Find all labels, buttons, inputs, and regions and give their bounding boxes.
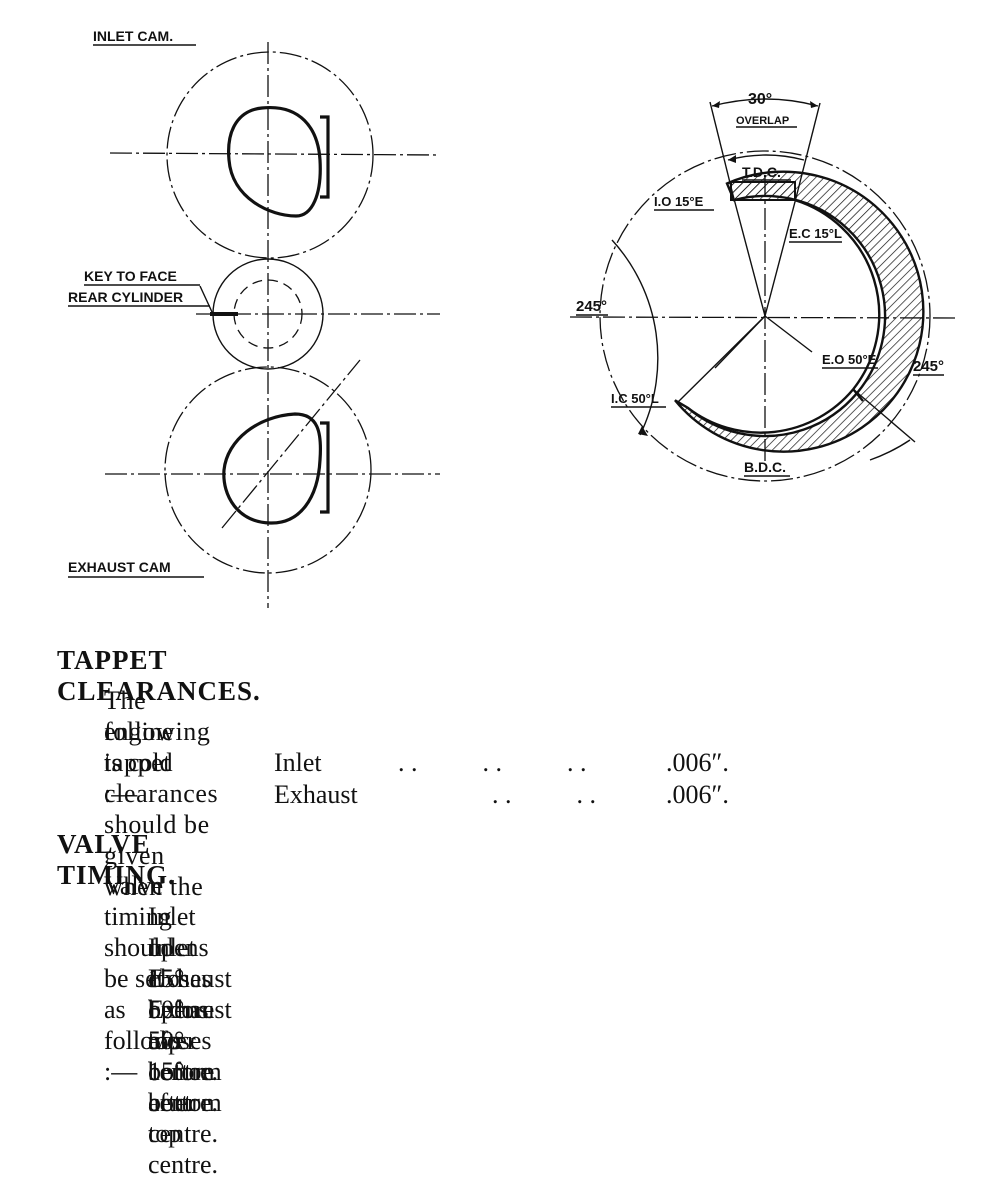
- inlet-cam-label: INLET CAM.: [93, 28, 173, 44]
- ic-label: I.C 50°L: [611, 391, 659, 406]
- ec-label: E.C 15°L: [789, 226, 842, 241]
- exhaust-cam: [105, 359, 440, 574]
- exhaust-hatched-arc: [687, 198, 881, 434]
- key-label-line1: KEY TO FACE: [84, 268, 177, 284]
- left-angle-label: 245°: [576, 298, 607, 315]
- tappet-intro-line1: The following tappet clearances should b…: [104, 686, 219, 901]
- bdc-label: B.D.C.: [744, 459, 786, 475]
- tappet-row-value: .006″.: [666, 748, 729, 777]
- inlet-hatched-arc: [674, 170, 925, 453]
- eo-label: E.O 50°E: [822, 352, 877, 367]
- valve-line: Exhaust closes 15° after top centre.: [148, 995, 232, 1179]
- valve-intro: Valve timing should be set as follows :—: [104, 871, 182, 1086]
- cam-diagram: INLET CAM. KEY TO FACE REAR CYLINDER EXH…: [68, 28, 441, 608]
- tappet-row-value: .006″.: [666, 780, 729, 809]
- valve-heading: VALVE TIMING.: [57, 829, 176, 890]
- valve-timing-diagram: 30° OVERLAP T.D.C. I.O 15°E E.C 15°L 245…: [569, 91, 956, 482]
- exhaust-cam-label: EXHAUST CAM: [68, 559, 171, 575]
- inlet-cam: [109, 51, 441, 259]
- right-angle-label: 245°: [913, 358, 944, 375]
- key-gear: [196, 258, 440, 370]
- timing-diagram: INLET CAM. KEY TO FACE REAR CYLINDER EXH…: [68, 28, 956, 608]
- tappet-heading: TAPPET CLEARANCES.: [57, 645, 261, 706]
- tappet-row-dots: . . . . . .: [398, 748, 587, 777]
- tappet-row-name: Exhaust: [274, 780, 358, 809]
- key-label-line2: REAR CYLINDER: [68, 289, 183, 305]
- tappet-intro-line2: engine is cold :—: [104, 717, 174, 808]
- overlap-angle-label: 30°: [748, 91, 772, 108]
- tappet-row-dots: . . . .: [492, 780, 596, 809]
- io-label: I.O 15°E: [654, 194, 704, 209]
- tappet-row-name: Inlet: [274, 748, 322, 777]
- overlap-label: OVERLAP: [736, 115, 789, 127]
- tdc-label: T.D.C.: [742, 164, 781, 180]
